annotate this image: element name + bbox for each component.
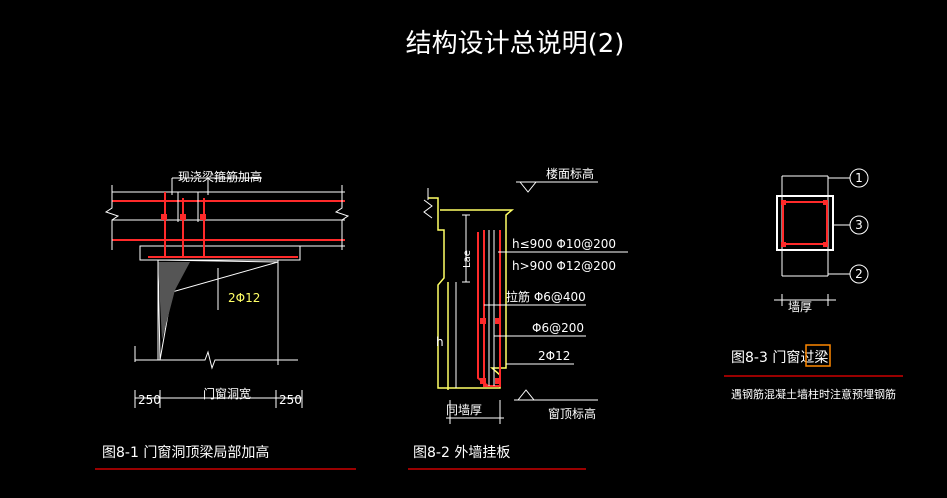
- note-h-gt-900: h>900 Φ12@200: [512, 259, 616, 273]
- window-elevation-label: 窗顶标高: [548, 406, 596, 421]
- figure3-caption: 图8-3 门窗过梁: [731, 349, 828, 366]
- lae-label: Lae: [462, 250, 473, 268]
- note-tie-bar: 拉筋 Φ6@400: [506, 289, 586, 304]
- figure-8-2: 楼面标高 Lae h h≤900 Φ10@200 h>900 Φ12@200 拉…: [408, 166, 628, 470]
- dim-right: 250: [279, 393, 302, 407]
- wall-thickness-label: 同墙厚: [446, 403, 482, 417]
- figure3-caption-prefix: 图8-3 门窗: [731, 349, 800, 366]
- dim-left: 250: [138, 393, 161, 407]
- floor-elevation-label: 楼面标高: [546, 166, 594, 181]
- figure1-caption: 图8-1 门窗洞顶梁局部加高: [102, 444, 269, 461]
- h-label: h: [436, 335, 444, 349]
- drawing-title: 结构设计总说明(2): [406, 29, 625, 59]
- marker-3-circle: [849, 215, 869, 235]
- rebar-label: 2Φ12: [228, 291, 260, 305]
- figure3-note: 遇钢筋混凝土墙柱时注意预埋钢筋: [731, 387, 896, 401]
- marker-1: 1: [855, 171, 863, 185]
- highlight-box: [805, 344, 831, 367]
- note-rebar: 2Φ12: [538, 349, 570, 363]
- figure-8-3: 1 3 2 墙厚 图8-3 门窗过梁 遇钢筋混凝土墙柱时注意预埋钢筋: [724, 168, 903, 401]
- wall-thickness-label-3: 墙厚: [788, 300, 812, 314]
- marker-2: 2: [855, 267, 863, 281]
- marker-1-circle: [849, 168, 869, 188]
- figure-8-1: 现浇梁箍筋加高 2Φ12 250 门窗洞宽 250 图8-1 门窗洞顶梁局部加高: [95, 169, 356, 470]
- beam-stirrup-label: 现浇梁箍筋加高: [178, 169, 262, 184]
- dim-mid: 门窗洞宽: [203, 386, 251, 401]
- note-h-le-900: h≤900 Φ10@200: [512, 237, 616, 251]
- figure3-caption-highlight: 过梁: [800, 350, 828, 366]
- figure2-caption: 图8-2 外墙挂板: [413, 445, 510, 461]
- note-stirrup: Φ6@200: [532, 321, 584, 335]
- marker-3: 3: [855, 218, 863, 232]
- marker-2-circle: [849, 264, 869, 284]
